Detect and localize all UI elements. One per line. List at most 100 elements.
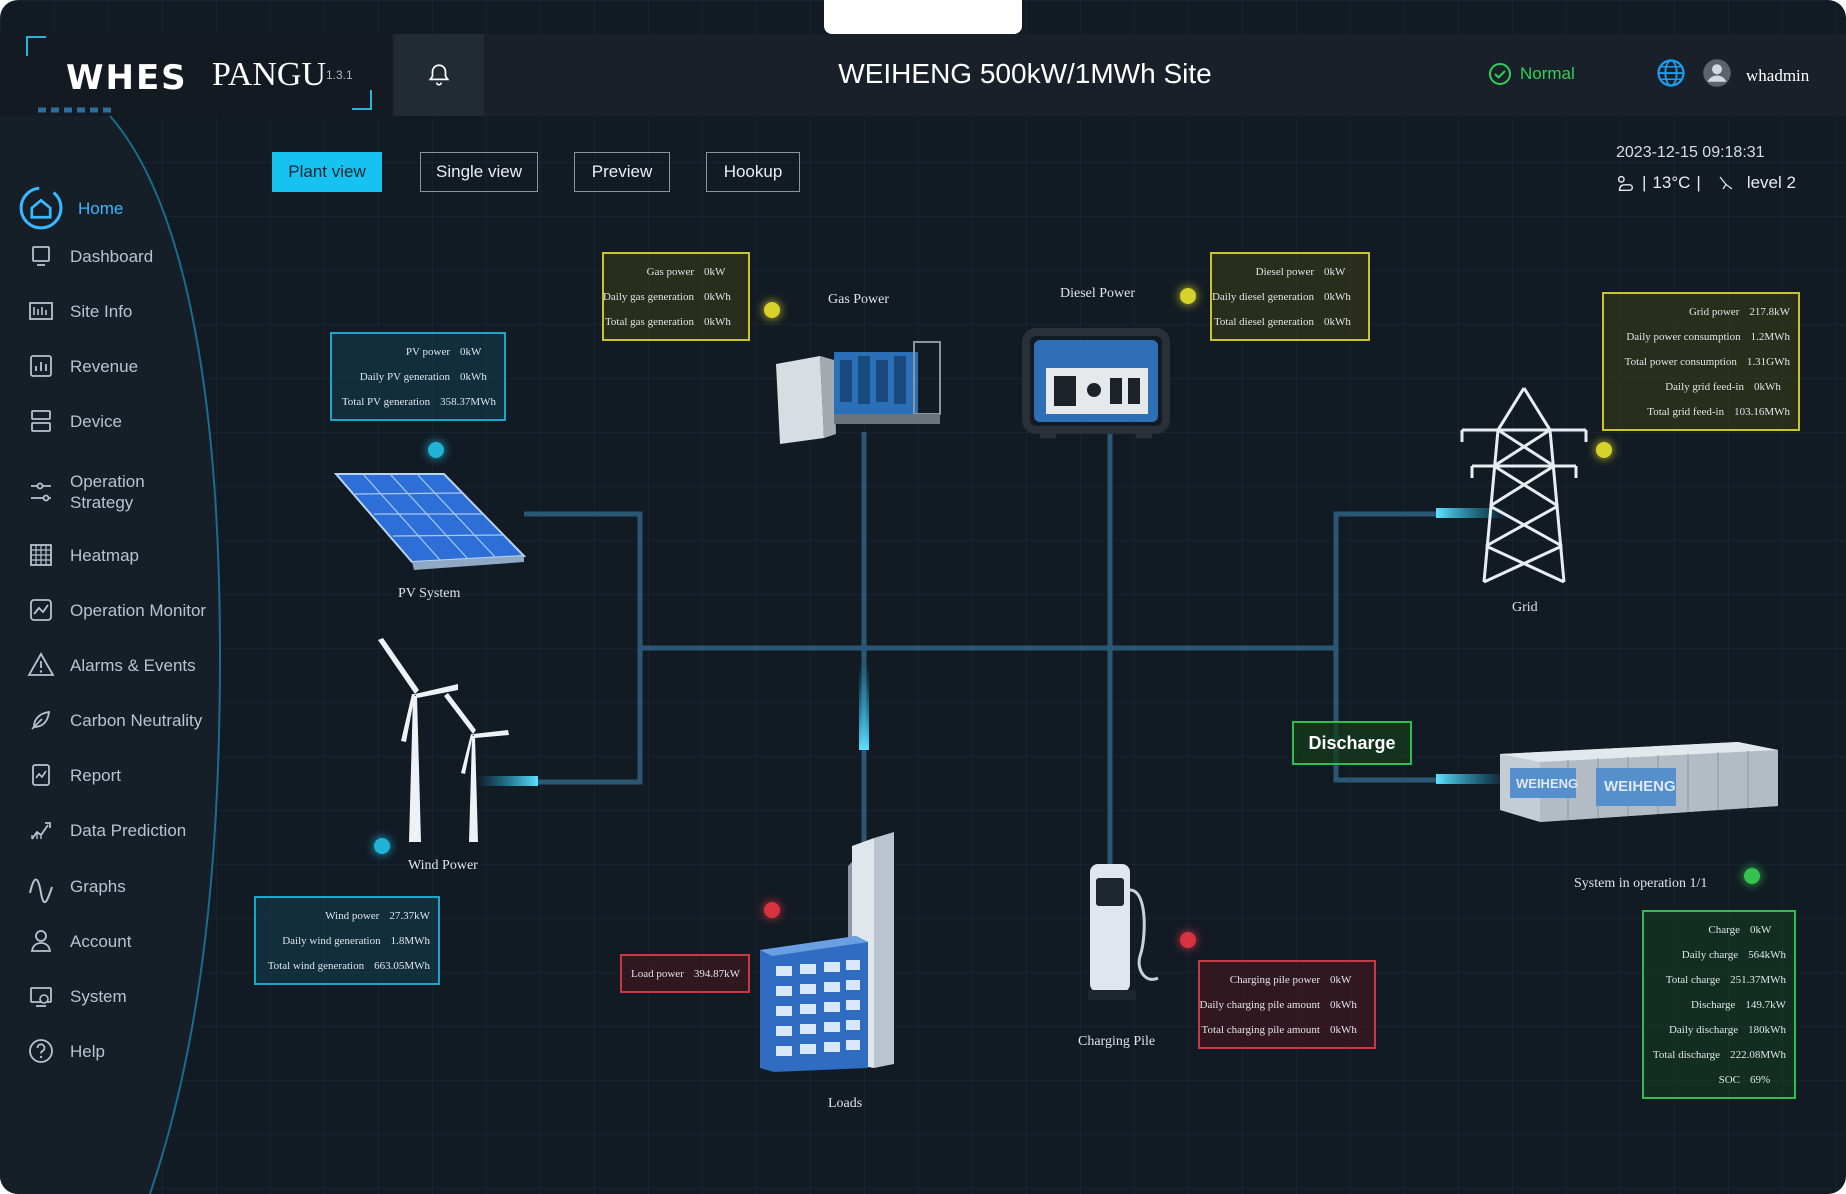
pv-status-dot: [428, 442, 444, 458]
revenue-chart-icon: [26, 351, 56, 381]
gas-status-dot: [764, 302, 780, 318]
user-icon: [26, 926, 56, 956]
sidebar-item-label-line1: Operation: [70, 472, 145, 491]
storage-status-text: System in operation 1/1: [1574, 876, 1708, 891]
site-info-icon: [26, 296, 56, 326]
solar-panel-icon[interactable]: [326, 466, 527, 576]
sidebar-item-label: System: [70, 986, 127, 1006]
sidebar-item-account[interactable]: Account: [26, 926, 131, 956]
sidebar-item-label: Report: [70, 765, 122, 785]
sidebar-item-device[interactable]: Device: [26, 406, 122, 436]
language-globe-icon[interactable]: [1656, 58, 1686, 88]
preview-button[interactable]: Preview: [574, 152, 670, 192]
info-value: 0kW: [704, 266, 726, 278]
info-value: 358.37MWh: [440, 396, 496, 408]
hookup-button[interactable]: Hookup: [706, 152, 800, 192]
wave-icon: [26, 871, 56, 904]
sidebar-item-help[interactable]: Help: [26, 1036, 105, 1066]
info-value: 0kW: [1330, 974, 1352, 986]
info-label: SOC: [1718, 1074, 1740, 1086]
sidebar-item-operation-monitor[interactable]: Operation Monitor: [26, 595, 206, 625]
sidebar-item-alarms-events[interactable]: Alarms & Events: [26, 650, 196, 680]
sidebar-item-graphs[interactable]: Graphs: [26, 871, 126, 904]
top-header: WHES PANGU 1.3.1 WEIHENG 500kW/1MWh Site…: [0, 34, 1846, 116]
report-icon: [26, 760, 56, 790]
sidebar-item-revenue[interactable]: Revenue: [26, 351, 138, 381]
username[interactable]: whadmin: [1746, 66, 1810, 85]
single-view-button[interactable]: Single view: [420, 152, 538, 192]
info-label: Discharge: [1690, 999, 1736, 1011]
info-value: 217.8kW: [1749, 306, 1790, 318]
info-value: 251.37MWh: [1730, 974, 1786, 986]
sidebar-item-system[interactable]: System: [26, 981, 127, 1011]
temperature: 13°C: [1652, 173, 1691, 192]
info-value: 27.37kW: [389, 910, 430, 922]
sidebar-item-carbon-neutrality[interactable]: Carbon Neutrality: [26, 705, 202, 735]
monitor-chart-icon: [26, 595, 56, 625]
notifications-button[interactable]: [394, 34, 484, 116]
sidebar-item-label: Home: [78, 198, 124, 218]
building-icon[interactable]: [756, 832, 936, 1072]
prediction-icon: [26, 815, 56, 845]
sidebar-edge-curve: [0, 107, 222, 1194]
sidebar-item-label: Alarms & Events: [70, 655, 196, 675]
battery-container-icon[interactable]: [1498, 740, 1780, 824]
sidebar-item-dashboard[interactable]: Dashboard: [26, 241, 153, 271]
info-value: 1.8MWh: [390, 935, 430, 947]
wind-turbine-icon[interactable]: [368, 636, 518, 846]
sidebar-item-label: Operation Monitor: [70, 600, 207, 620]
sidebar-item-home[interactable]: Home: [18, 185, 123, 231]
info-row: Daily diesel generation 0kWh: [1212, 285, 1360, 310]
info-label: Daily diesel generation: [1211, 291, 1314, 303]
help-icon: [26, 1036, 56, 1066]
sidebar-item-report[interactable]: Report: [26, 760, 121, 790]
server-icon: [26, 406, 56, 436]
info-value: 222.08MWh: [1730, 1049, 1786, 1061]
weather-readout: | 13°C | level 2: [1614, 172, 1796, 194]
plant-view-button[interactable]: Plant view: [272, 152, 382, 192]
info-label: Daily charging pile amount: [1199, 999, 1320, 1011]
info-value: 0kWh: [1324, 291, 1351, 303]
sidebar-item-label: Site Info: [70, 301, 133, 321]
info-label: PV power: [405, 346, 450, 358]
info-value: 103.16MWh: [1734, 406, 1790, 418]
grid-flow-arrow: [1436, 508, 1508, 518]
sidebar-item-label-line2: Strategy: [70, 493, 134, 512]
charging-status-dot: [1180, 932, 1196, 948]
info-value: 0kWh: [1330, 1024, 1357, 1036]
charging-pile-icon[interactable]: [1084, 860, 1164, 1010]
sidebar-item-heatmap[interactable]: Heatmap: [26, 540, 139, 570]
sidebar-item-data-prediction[interactable]: Data Prediction: [26, 815, 186, 845]
sidebar-item-label: Help: [70, 1041, 105, 1061]
wind-flow-arrow: [476, 776, 538, 786]
user-avatar-icon[interactable]: [1702, 58, 1732, 88]
info-label: Total PV generation: [341, 396, 431, 408]
diesel-generator-icon[interactable]: [1020, 318, 1172, 442]
storage-mode-badge[interactable]: Discharge: [1292, 721, 1412, 765]
gas-generator-icon[interactable]: [774, 334, 944, 444]
sidebar-item-label: Device: [70, 411, 122, 431]
sidebar-item-site-info[interactable]: Site Info: [26, 296, 132, 326]
info-label: Charge: [1708, 924, 1740, 936]
info-label: Daily grid feed-in: [1665, 381, 1744, 393]
transmission-tower-icon[interactable]: [1454, 386, 1594, 586]
storage-brand-logo: WEIHENG: [1516, 776, 1579, 791]
info-label: Total discharge: [1652, 1049, 1721, 1061]
window-notch: [824, 0, 1022, 34]
